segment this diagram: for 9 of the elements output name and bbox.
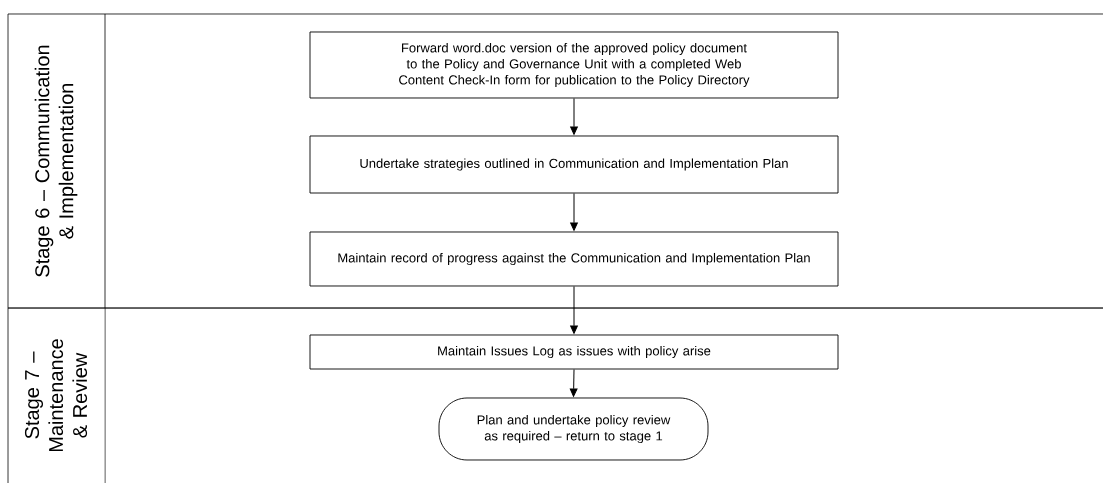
process-box: Maintain Issues Log as issues with policy arise <box>309 334 839 370</box>
process-box: Maintain record of progress against the Communication and Implementation Plan <box>309 231 839 287</box>
process-box: Undertake strategies outlined in Communication and Implementation Plan <box>309 135 839 194</box>
terminal-box: Plan and undertake policy review as required – return to stage 1 <box>438 397 709 461</box>
arrow <box>570 285 578 334</box>
process-box: Forward word.doc version of the approved policy document to the Policy and Governance Unit with a completed Web Content Check-In form for publication to the Policy Directory <box>309 31 839 99</box>
arrow <box>570 97 578 135</box>
arrow <box>569 368 578 397</box>
arrow <box>570 192 578 231</box>
